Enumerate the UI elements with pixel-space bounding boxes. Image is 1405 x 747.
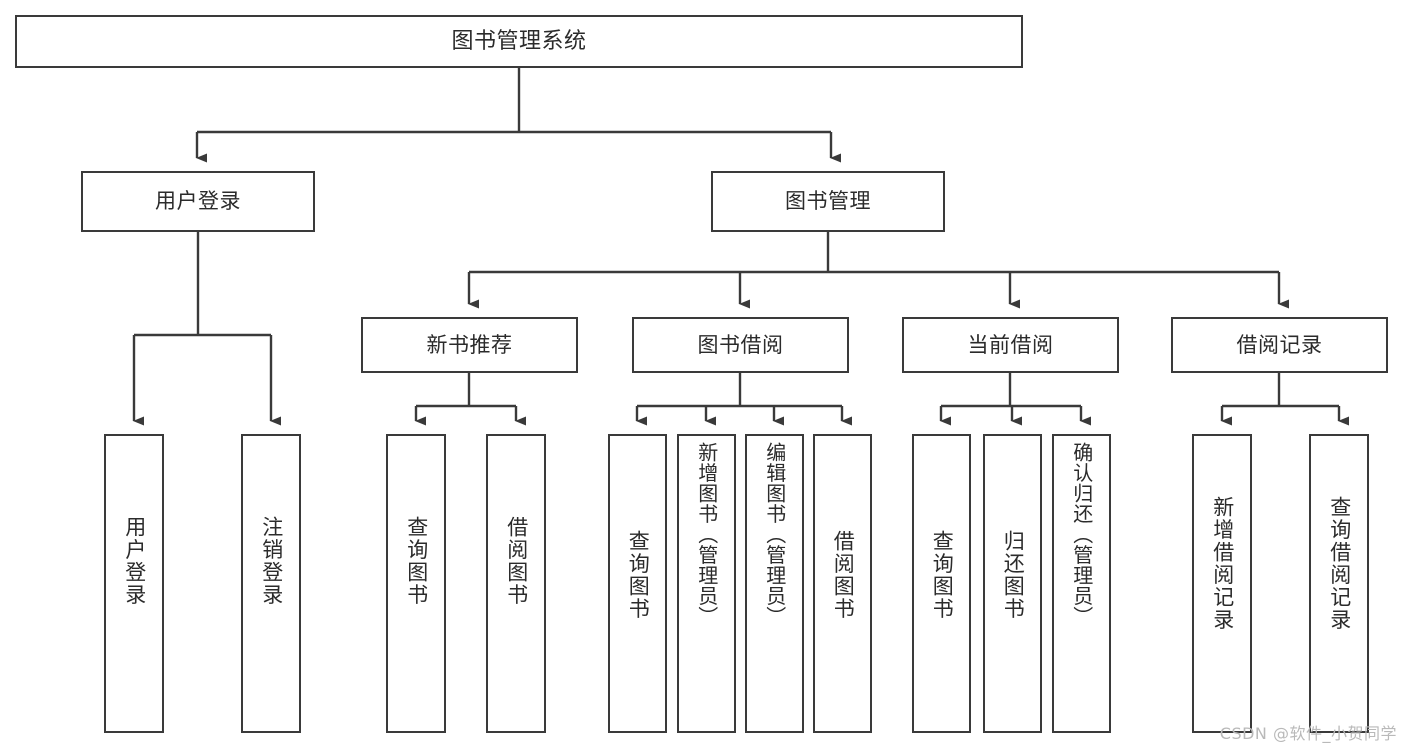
node-leaf-borrow-book[interactable]: 借阅图书 bbox=[813, 434, 872, 733]
node-book-management[interactable]: 图书管理 bbox=[711, 171, 945, 232]
node-current-borrow-label: 当前借阅 bbox=[967, 332, 1054, 357]
node-leaf-query-book-recommend-label: 查询图书 bbox=[404, 516, 429, 606]
node-leaf-query-book-recommend[interactable]: 查询图书 bbox=[386, 434, 446, 733]
node-borrow-record[interactable]: 借阅记录 bbox=[1171, 317, 1388, 373]
node-leaf-return-book[interactable]: 归还图书 bbox=[983, 434, 1042, 733]
node-leaf-add-book-admin[interactable]: 新增图书（管理员） bbox=[677, 434, 736, 733]
node-leaf-return-book-label: 归还图书 bbox=[1001, 530, 1026, 620]
node-book-borrow-label: 图书借阅 bbox=[697, 332, 784, 357]
node-leaf-query-borrow-record[interactable]: 查询借阅记录 bbox=[1309, 434, 1369, 733]
watermark-text: CSDN @软件_小贺同学 bbox=[1219, 724, 1397, 743]
node-leaf-user-login[interactable]: 用户登录 bbox=[104, 434, 164, 733]
node-leaf-confirm-return-admin-label: 确认归还（管理员） bbox=[1069, 442, 1094, 627]
node-root[interactable]: 图书管理系统 bbox=[15, 15, 1023, 68]
node-leaf-edit-book-admin[interactable]: 编辑图书（管理员） bbox=[745, 434, 804, 733]
node-book-management-label: 图书管理 bbox=[785, 189, 871, 214]
node-leaf-add-borrow-record[interactable]: 新增借阅记录 bbox=[1192, 434, 1252, 733]
node-new-book-recommend-label: 新书推荐 bbox=[426, 332, 513, 357]
node-leaf-add-book-admin-label: 新增图书（管理员） bbox=[694, 442, 719, 627]
node-leaf-borrow-book-recommend-label: 借阅图书 bbox=[504, 516, 529, 606]
node-borrow-record-label: 借阅记录 bbox=[1236, 332, 1323, 357]
node-leaf-add-borrow-record-label: 新增借阅记录 bbox=[1210, 496, 1235, 631]
node-leaf-query-book-borrow[interactable]: 查询图书 bbox=[608, 434, 667, 733]
node-leaf-confirm-return-admin[interactable]: 确认归还（管理员） bbox=[1052, 434, 1111, 733]
node-user-login[interactable]: 用户登录 bbox=[81, 171, 315, 232]
node-leaf-edit-book-admin-label: 编辑图书（管理员） bbox=[762, 442, 787, 627]
node-user-login-label: 用户登录 bbox=[155, 189, 241, 214]
node-leaf-user-logout-label: 注销登录 bbox=[259, 516, 284, 606]
node-current-borrow[interactable]: 当前借阅 bbox=[902, 317, 1119, 373]
node-leaf-query-borrow-record-label: 查询借阅记录 bbox=[1327, 496, 1352, 631]
node-new-book-recommend[interactable]: 新书推荐 bbox=[361, 317, 578, 373]
node-leaf-user-login-label: 用户登录 bbox=[122, 516, 147, 606]
node-leaf-query-book-current-label: 查询图书 bbox=[930, 530, 955, 620]
node-leaf-borrow-book-label: 借阅图书 bbox=[831, 530, 856, 620]
node-leaf-query-book-current[interactable]: 查询图书 bbox=[912, 434, 971, 733]
node-leaf-user-logout[interactable]: 注销登录 bbox=[241, 434, 301, 733]
node-book-borrow[interactable]: 图书借阅 bbox=[632, 317, 849, 373]
node-root-label: 图书管理系统 bbox=[451, 28, 587, 54]
node-leaf-borrow-book-recommend[interactable]: 借阅图书 bbox=[486, 434, 546, 733]
node-leaf-query-book-borrow-label: 查询图书 bbox=[626, 530, 651, 620]
